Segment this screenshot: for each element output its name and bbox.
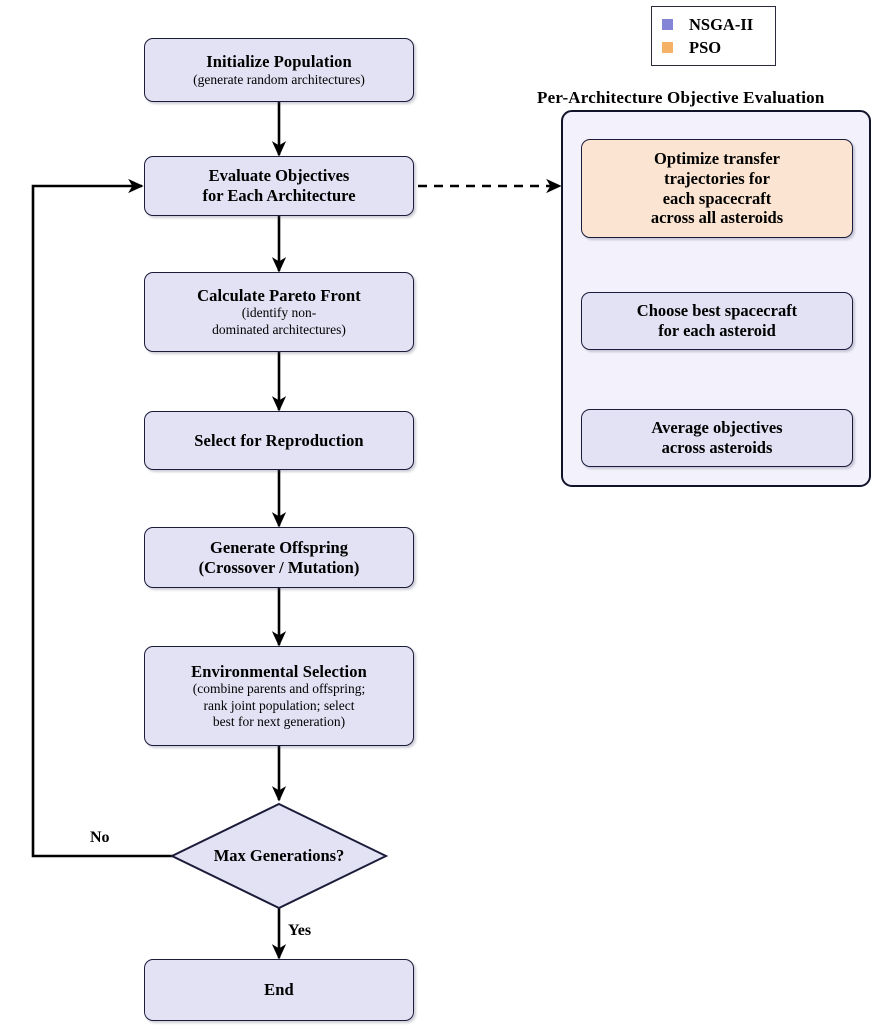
- node-calculate-pareto-front[interactable]: Calculate Pareto Front (identify non- do…: [144, 272, 414, 352]
- node-evaluate-objectives[interactable]: Evaluate Objectives for Each Architectur…: [144, 156, 414, 216]
- legend-swatch-pso: [662, 42, 673, 53]
- node-subtitle-line-3: best for next generation): [212, 713, 346, 729]
- legend: NSGA-II PSO: [651, 6, 776, 66]
- node-line-4: across all asteroids: [650, 208, 784, 228]
- node-line-2: for each asteroid: [658, 321, 776, 340]
- legend-label-pso: PSO: [689, 37, 722, 57]
- node-line-3: each spacecraft: [662, 188, 772, 208]
- node-line-1: Evaluate Objectives: [208, 166, 350, 186]
- legend-item-pso: PSO: [662, 36, 761, 59]
- node-title: Calculate Pareto Front: [197, 285, 361, 305]
- node-line-1: Optimize transfer: [654, 148, 780, 168]
- legend-label-nsga2: NSGA-II: [689, 14, 754, 34]
- decision-label: Max Generations?: [213, 846, 345, 865]
- node-select-for-reproduction[interactable]: Select for Reproduction: [144, 411, 414, 470]
- node-end[interactable]: End: [144, 959, 414, 1021]
- node-line-2: for Each Architecture: [202, 186, 356, 205]
- diamond-shape: [169, 802, 389, 910]
- node-max-generations-decision[interactable]: Max Generations?: [169, 801, 389, 911]
- node-line-2: across asteroids: [661, 438, 773, 457]
- legend-swatch-nsga2: [662, 19, 673, 30]
- node-title: Environmental Selection: [191, 661, 367, 681]
- node-average-objectives[interactable]: Average objectives across asteroids: [581, 409, 853, 467]
- node-title: Select for Reproduction: [194, 430, 364, 450]
- node-generate-offspring[interactable]: Generate Offspring (Crossover / Mutation…: [144, 527, 414, 588]
- node-line-1: Choose best spacecraft: [636, 301, 798, 321]
- legend-item-nsga2: NSGA-II: [662, 13, 761, 36]
- node-line-2: trajectories for: [664, 168, 770, 188]
- edge-label-no: No: [90, 829, 110, 846]
- node-subtitle: (generate random architectures): [193, 71, 365, 87]
- node-line-1: Generate Offspring: [210, 537, 348, 557]
- node-line-1: Average objectives: [651, 418, 783, 438]
- node-choose-best-spacecraft[interactable]: Choose best spacecraft for each asteroid: [581, 292, 853, 350]
- node-environmental-selection[interactable]: Environmental Selection (combine parents…: [144, 646, 414, 746]
- node-subtitle-line-2: rank joint population; select: [203, 697, 355, 713]
- node-subtitle-line-1: (identify non-: [241, 305, 317, 321]
- edge-label-yes: Yes: [288, 922, 312, 939]
- node-title: Initialize Population: [206, 52, 352, 72]
- node-optimize-transfer-trajectories[interactable]: Optimize transfer trajectories for each …: [581, 139, 853, 238]
- node-initialize-population[interactable]: Initialize Population (generate random a…: [144, 38, 414, 102]
- node-title: End: [264, 980, 294, 1000]
- node-subtitle-line-2: dominated architectures): [212, 321, 346, 337]
- node-subtitle-line-1: (combine parents and offspring;: [192, 681, 366, 697]
- node-line-2: (Crossover / Mutation): [198, 557, 360, 577]
- panel-title: Per-Architecture Objective Evaluation: [537, 88, 825, 107]
